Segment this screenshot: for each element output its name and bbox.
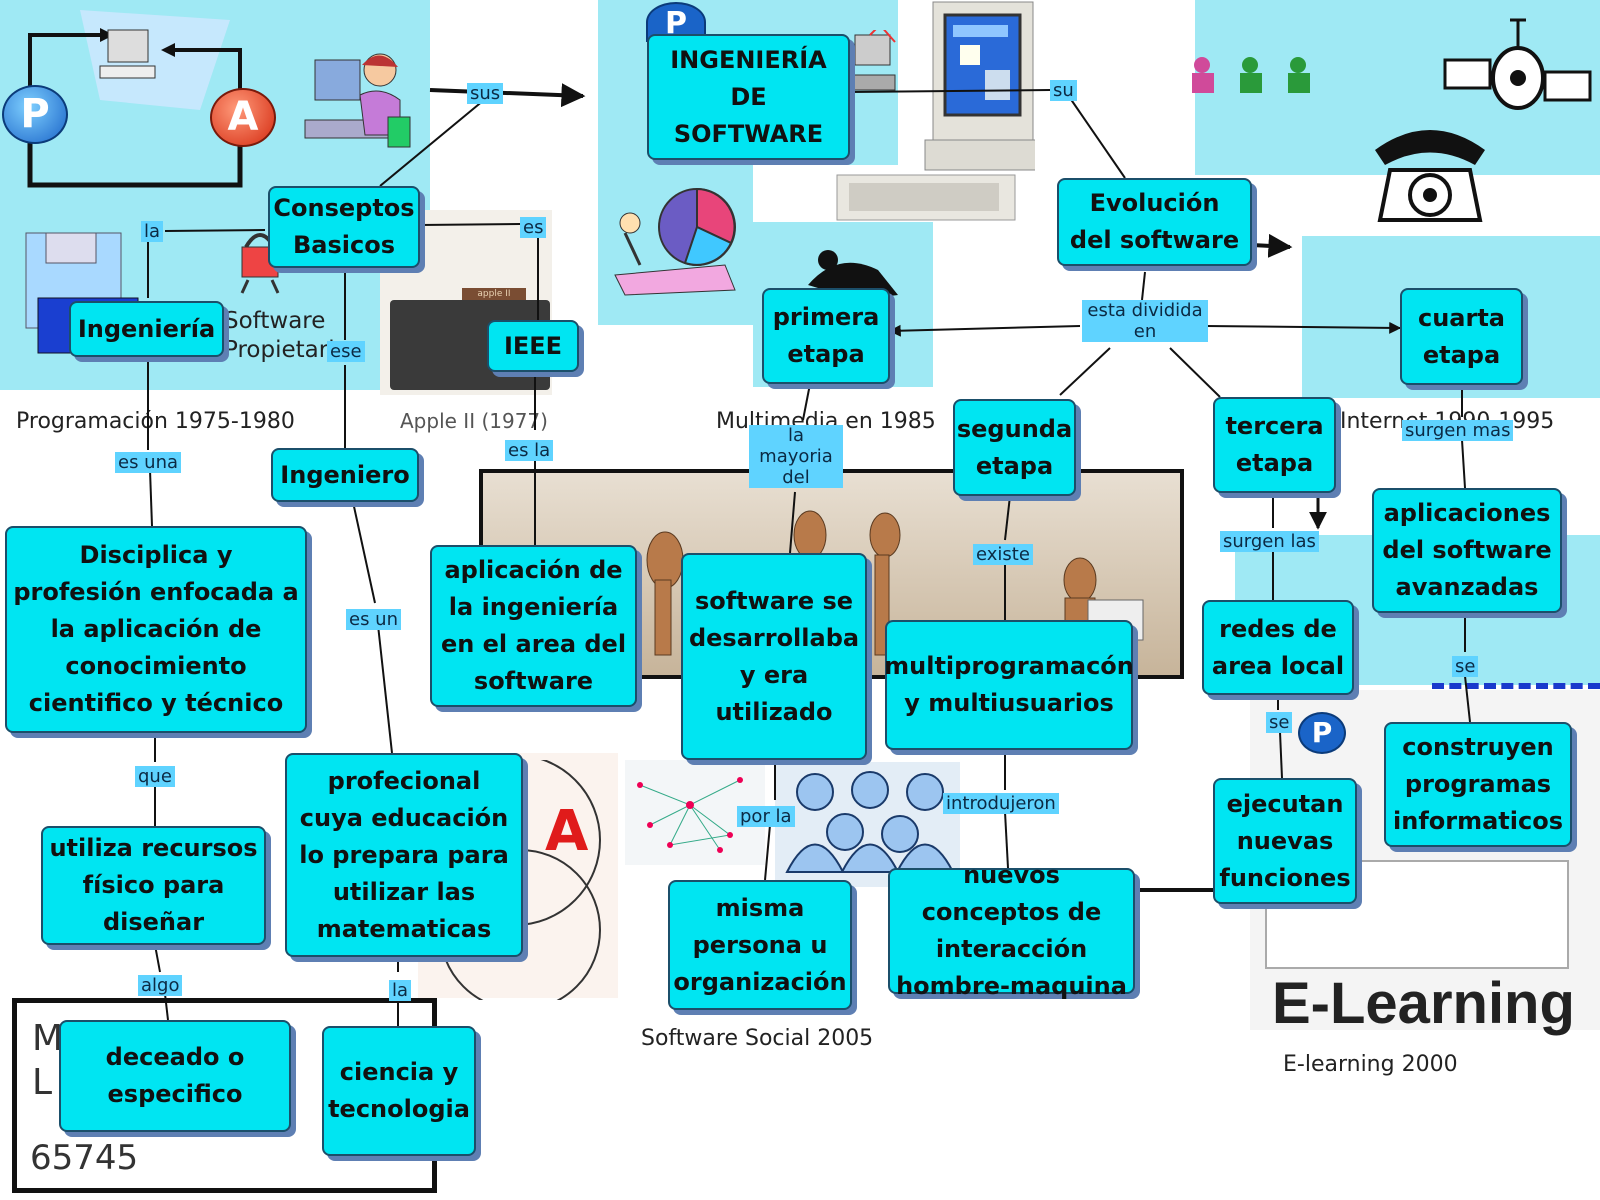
- label-su: su: [1050, 80, 1077, 101]
- vintage-computer-icon: [836, 1, 1035, 221]
- link-por-la-down: [764, 824, 771, 881]
- link-existe: [1004, 495, 1011, 541]
- link-se1-down: [1279, 731, 1283, 779]
- link-algo-down: [164, 993, 169, 1021]
- label-introdujeron: introdujeron: [943, 793, 1059, 814]
- label-algo: algo: [138, 975, 183, 996]
- node-aplicaciones-avanzadas[interactable]: aplicaciones del software avanzadas: [1372, 488, 1562, 613]
- node-deseado[interactable]: deceado o especifico: [59, 1020, 291, 1132]
- label-que: que: [135, 766, 175, 787]
- node-ejecutan-funciones[interactable]: ejecutan nuevas funciones: [1213, 778, 1357, 904]
- svg-text:A: A: [545, 799, 589, 864]
- social-people-icon: [785, 771, 955, 873]
- node-nuevos-conceptos[interactable]: nuevos conceptos de interacción hombre-m…: [888, 861, 1135, 1000]
- link-surgen-mas-down: [1461, 439, 1466, 489]
- link-dividida-up: [1141, 271, 1146, 301]
- link-es: [419, 223, 521, 226]
- software-propietario-caption: Software Propietario: [224, 308, 349, 363]
- people-icons: [1192, 57, 1310, 93]
- apple-ii-badge: apple II: [462, 288, 526, 300]
- person-at-computer-icon: [304, 53, 411, 148]
- id-number: 65745: [30, 1138, 139, 1178]
- id-name-fragment-2: L: [32, 1062, 53, 1103]
- telephone-icon: [1375, 130, 1485, 222]
- satellite-icon: [1443, 18, 1592, 110]
- label-la-ciencia: la: [389, 980, 412, 1001]
- link-dividida-left: [888, 324, 1081, 337]
- node-software-desarrollaba[interactable]: software se desarrollaba y era utilizado: [681, 553, 867, 760]
- link-es-un-down: [377, 624, 393, 754]
- link-introdujeron-down: [1004, 811, 1009, 869]
- node-disciplina[interactable]: Disciplica y profesión enfocada a la apl…: [5, 526, 307, 733]
- p-circle-icon: P: [2, 85, 68, 144]
- node-ingeniero[interactable]: Ingeniero: [271, 448, 419, 502]
- link-su-down: [1069, 97, 1126, 179]
- programacion-caption: Programación 1975-1980: [16, 409, 295, 434]
- programming-cycle-icon: [23, 10, 243, 188]
- link-dividida-seg: [1059, 347, 1111, 396]
- link-mayoria: [802, 383, 811, 421]
- label-es-la: es la: [505, 440, 554, 461]
- link-mayoria-down: [789, 491, 796, 554]
- node-construyen-programas[interactable]: construyen programas informaticos: [1384, 722, 1572, 847]
- label-es-una: es una: [115, 452, 182, 473]
- link-dividida-ter: [1169, 347, 1221, 398]
- node-primera-etapa[interactable]: primera etapa: [762, 288, 890, 384]
- label-la: la: [141, 221, 164, 242]
- link-se2-down: [1464, 675, 1471, 723]
- node-ingenieria[interactable]: Ingeniería: [69, 301, 224, 357]
- node-tercera-etapa[interactable]: tercera etapa: [1213, 397, 1336, 493]
- elearning-dashed-line: [1432, 683, 1600, 689]
- label-por-la: por la: [737, 806, 795, 827]
- link-es-un: [352, 501, 376, 604]
- network-graph-icon: [637, 777, 743, 853]
- link-sus-down: [379, 99, 485, 187]
- node-conseptos-basicos[interactable]: Conseptos Basicos: [268, 186, 420, 268]
- node-evolucion-software[interactable]: Evolución del software: [1057, 178, 1252, 266]
- elearning-caption: E-learning 2000: [1283, 1052, 1458, 1077]
- label-surgen-mas: surgen mas: [1402, 420, 1514, 441]
- label-es-un: es un: [346, 609, 401, 630]
- link-sus-line: [429, 83, 586, 108]
- node-profesional[interactable]: profecional cuya educación lo prepara pa…: [285, 753, 523, 957]
- label-surgen-las: surgen las: [1220, 531, 1319, 552]
- node-misma-persona[interactable]: misma persona u organización: [668, 880, 852, 1010]
- link-su-line: [849, 89, 1051, 93]
- label-sus: sus: [467, 83, 504, 104]
- link-es-una-down: [149, 469, 153, 527]
- pie-chart-presenter-icon: [614, 187, 736, 296]
- link-algo: [154, 944, 161, 973]
- node-utiliza-recursos[interactable]: utiliza recursos físico para diseñar: [41, 826, 266, 945]
- node-redes-area-local[interactable]: redes de area local: [1202, 600, 1354, 695]
- link-la: [164, 229, 266, 232]
- link-evolucion-arrow: [1251, 233, 1293, 258]
- label-es: es: [520, 217, 547, 238]
- label-existe: existe: [973, 544, 1033, 565]
- label-se-construyen: se: [1452, 656, 1479, 677]
- link-dividida-right: [1204, 321, 1402, 334]
- label-dividida-en: esta dividida en: [1082, 300, 1208, 342]
- node-multiprogramacion[interactable]: multiprogramacón y multiusuarios: [884, 620, 1134, 750]
- a-circle-icon: A: [210, 88, 276, 147]
- apple-caption: Apple II (1977): [400, 409, 548, 433]
- small-computer-icon: [850, 30, 896, 91]
- node-cuarta-etapa[interactable]: cuarta etapa: [1400, 288, 1523, 385]
- id-name-fragment: M: [32, 1018, 64, 1059]
- p-circle-icon-elearning: P: [1298, 712, 1346, 754]
- node-ieee[interactable]: IEEE: [487, 320, 579, 372]
- central-node[interactable]: INGENIERÍA DE SOFTWARE: [647, 34, 850, 160]
- node-ciencia-tecnologia[interactable]: ciencia y tecnologia: [322, 1026, 476, 1156]
- node-aplicacion-ingenieria[interactable]: aplicación de la ingeniería en el area d…: [430, 545, 637, 707]
- label-mayoria-del: la mayoria del: [749, 425, 843, 488]
- label-ese: ese: [327, 341, 365, 362]
- label-se-ejecutan: se: [1266, 712, 1293, 733]
- social-caption: Software Social 2005: [641, 1026, 874, 1051]
- elearning-logo: E-Learning: [1272, 971, 1575, 1036]
- node-segunda-etapa[interactable]: segunda etapa: [953, 399, 1076, 496]
